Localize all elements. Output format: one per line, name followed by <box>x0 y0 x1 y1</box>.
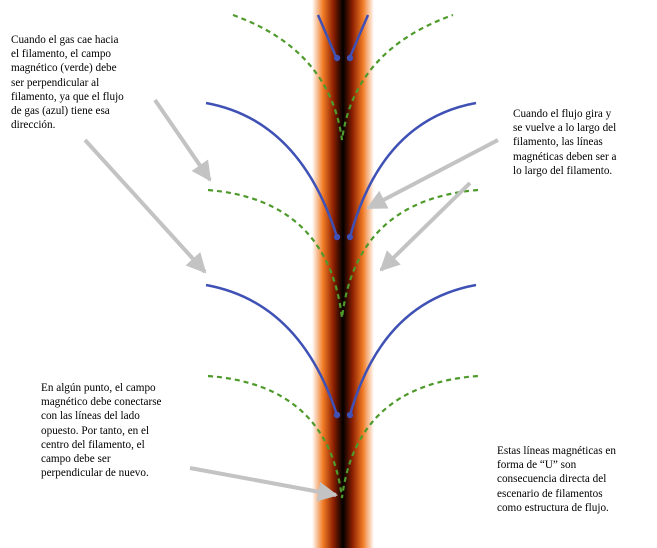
annotation-gas-falling: Cuando el gas cae hacia el filamento, el… <box>11 33 124 132</box>
flow-endpoint-dot <box>334 234 340 240</box>
flow-endpoint-dot <box>347 55 353 61</box>
flow-endpoint-dot <box>347 234 353 240</box>
annotation-u-shape: Estas líneas magnéticas en forma de “U” … <box>497 444 616 515</box>
flow-endpoint-dot <box>334 55 340 61</box>
arrow-to-flow-line <box>85 140 205 272</box>
flow-endpoint-dot <box>334 412 340 418</box>
arrow-to-field-line <box>155 100 210 180</box>
annotation-flow-turns: Cuando el flujo gira y se vuelve a lo la… <box>513 107 616 178</box>
filament-band <box>312 0 374 548</box>
flow-endpoint-dot <box>347 412 353 418</box>
annotation-center-connection: En algún punto, el campo magnético debe … <box>41 381 162 480</box>
